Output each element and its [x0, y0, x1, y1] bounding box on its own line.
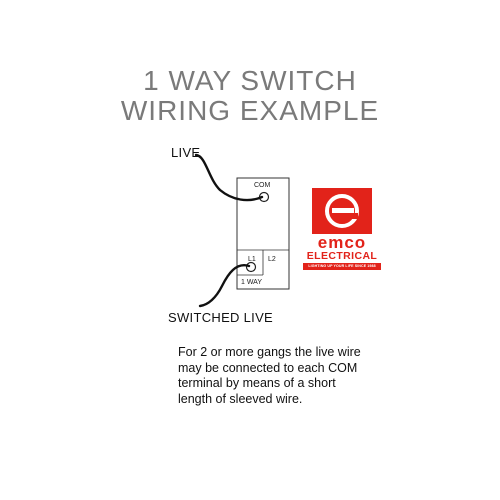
title-line-2: WIRING EXAMPLE	[120, 95, 380, 126]
gangs-note: For 2 or more gangs the live wire may be…	[178, 345, 361, 406]
logo-e-icon	[325, 194, 359, 228]
live-wire	[194, 153, 264, 202]
switch-body	[236, 177, 290, 290]
logo-mark	[312, 188, 372, 234]
logo-name: emco	[317, 233, 367, 252]
com-label: COM	[254, 182, 271, 189]
switched-live-label: SWITCHED LIVE	[168, 310, 274, 325]
page-title: 1 WAY SWITCH WIRING EXAMPLE	[0, 66, 500, 126]
switch-type-label: 1 WAY	[241, 279, 263, 286]
l2-label: L2	[268, 256, 276, 263]
switched-live-wire	[198, 264, 251, 308]
emco-logo: emco ELECTRICAL LIGHTING UP YOUR LIFE SI…	[300, 188, 384, 274]
title-line-1: 1 WAY SWITCH	[143, 65, 357, 96]
logo-subtitle: ELECTRICAL	[306, 250, 378, 262]
l1-label: L1	[248, 256, 256, 263]
l1-terminal	[245, 261, 257, 273]
live-label: LIVE	[171, 145, 201, 160]
logo-tagline: LIGHTING UP YOUR LIFE SINCE 1988	[303, 263, 381, 270]
